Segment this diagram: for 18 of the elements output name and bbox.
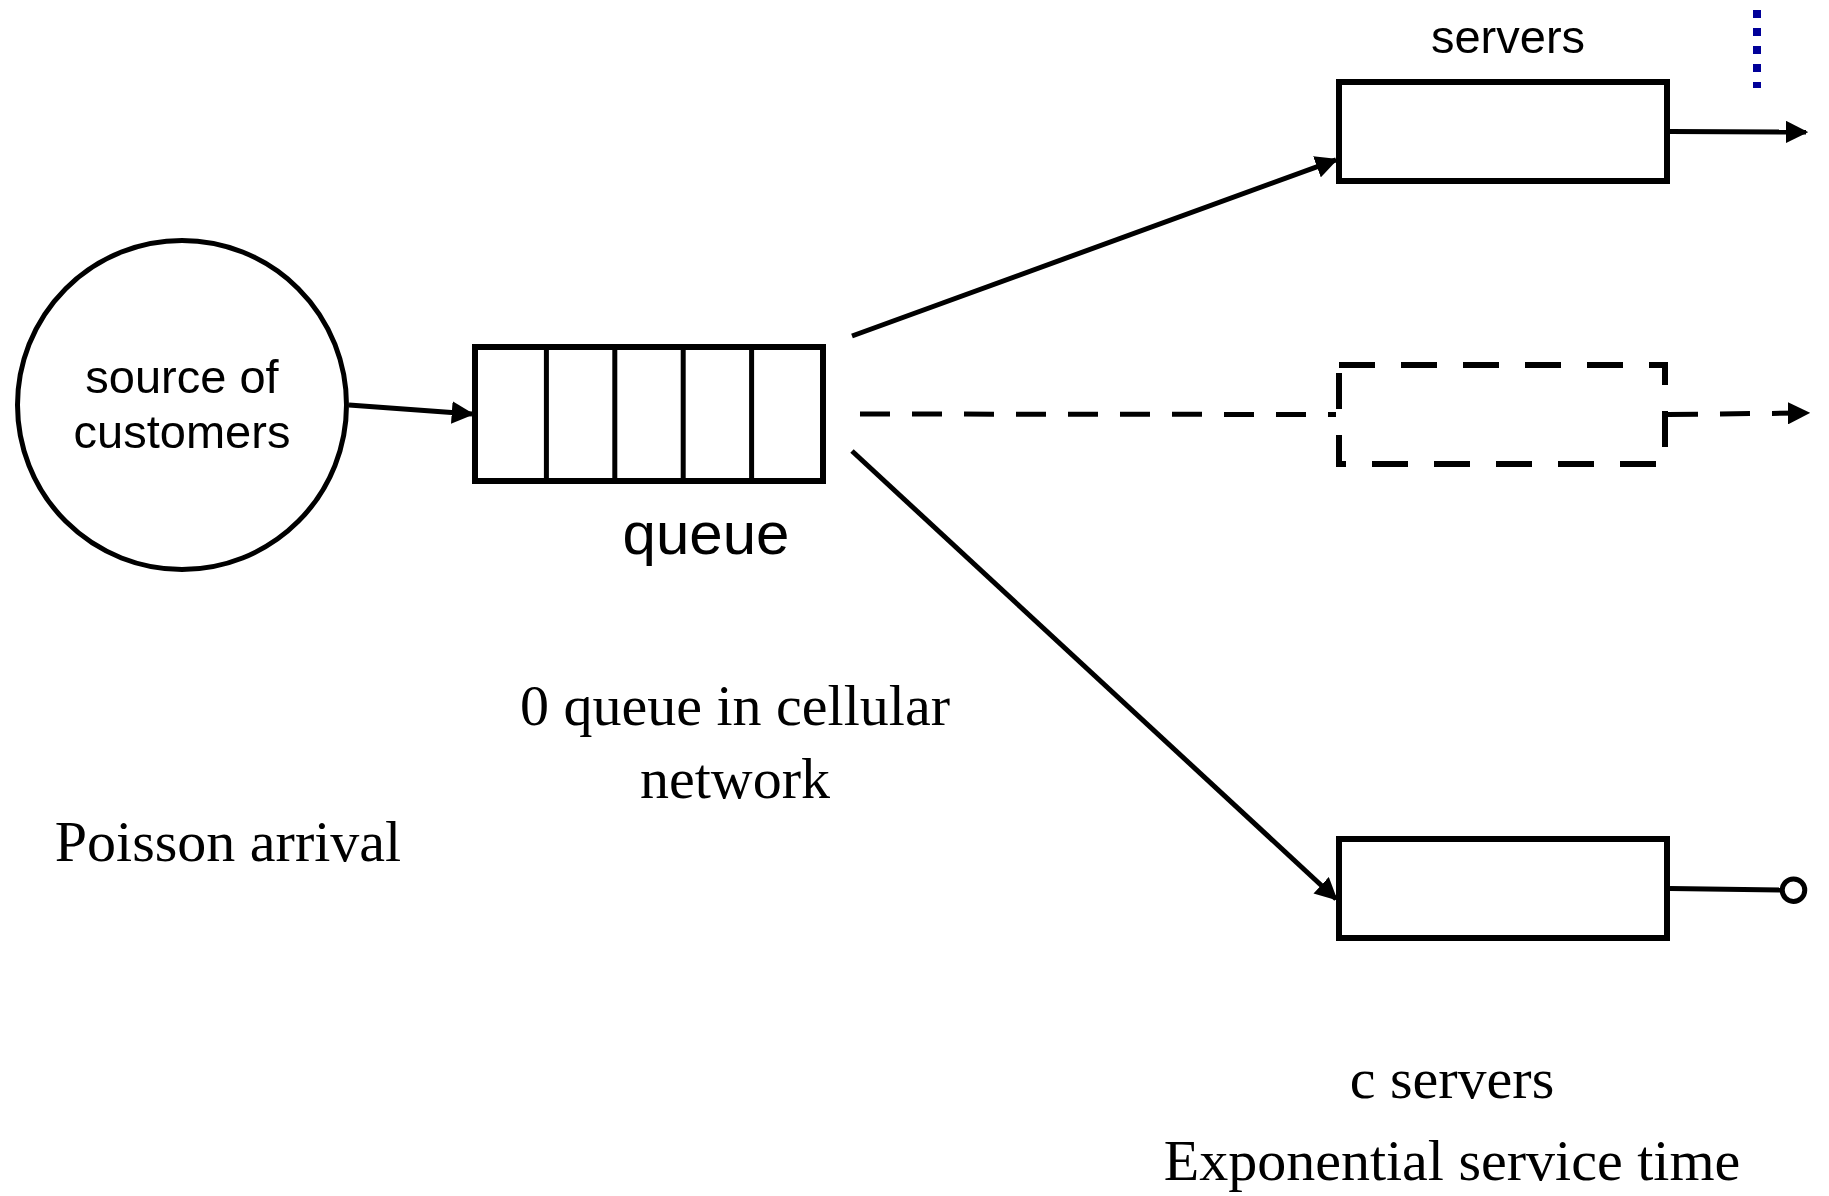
node-caption: queue xyxy=(622,501,790,567)
connector-line xyxy=(860,411,1336,417)
arrow xyxy=(348,401,475,424)
caption-text: Poisson arrival xyxy=(54,807,402,876)
arrow xyxy=(850,449,1338,901)
caption-text: 0 queue in cellular network xyxy=(519,671,951,812)
source-circle xyxy=(15,238,349,572)
arrow xyxy=(1670,120,1809,144)
node-label: source of customers xyxy=(72,350,292,460)
server-box xyxy=(1336,79,1670,184)
queue-buffer xyxy=(472,344,826,484)
server-box xyxy=(1336,362,1668,467)
arrow xyxy=(1667,401,1811,425)
arrow xyxy=(851,156,1339,339)
node-caption: servers xyxy=(1430,11,1586,63)
server-box xyxy=(1336,836,1670,941)
caption-text: c servers xyxy=(1349,1044,1555,1113)
caption-text: Exponential service time xyxy=(1163,1126,1741,1195)
